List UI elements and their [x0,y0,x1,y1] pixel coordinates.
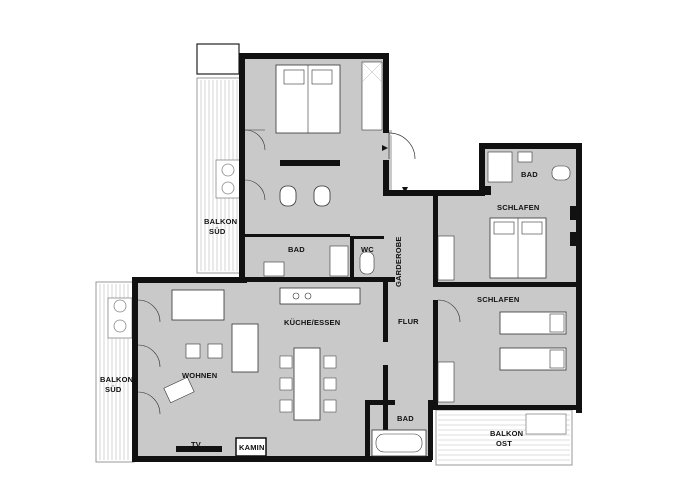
label-balkon-sued-top-1: BALKON [204,217,237,226]
label-schlafen-top: SCHLAFEN [497,203,539,212]
label-bad-bottom: BAD [397,414,414,423]
bedroom-schlafen-top [437,206,576,281]
label-tv-bedroom: TV [305,158,315,167]
kitchen-living [137,287,361,457]
label-schlafen-bottom: SCHLAFEN [477,295,519,304]
label-balkon-sued-top-2: SÜD [209,227,226,236]
label-balkon-sued-left-1: BALKON [100,375,133,384]
label-tv-living: TV [191,440,201,449]
label-wohnen: WOHNEN [182,371,217,380]
label-kamin: KAMIN [239,443,265,452]
label-bad-small-top-right: BAD [521,170,538,179]
room-labels: BALKON SÜD BALKON SÜD BALKON OST TV TV B… [100,158,539,452]
balcony-ost [435,409,573,466]
label-kueche-essen: KÜCHE/ESSEN [284,318,340,327]
walls [132,53,582,462]
label-wc: WC [361,245,374,254]
balcony-sued-top [196,43,244,274]
label-balkon-ost-2: OST [496,439,512,448]
label-balkon-sued-left-2: SÜD [105,385,122,394]
bedroom-schlafen-bottom [437,299,567,403]
entrance-door [382,132,416,193]
bath-top-right [487,151,571,183]
balcony-sued-left [95,281,135,463]
bath-top [244,179,375,277]
label-bad-top: BAD [288,245,305,254]
master-bedroom [244,61,383,166]
label-flur: FLUR [398,317,419,326]
label-balkon-ost-1: BALKON [490,429,523,438]
bath-bottom [371,429,427,457]
label-garderobe: GARDEROBE [394,236,403,287]
